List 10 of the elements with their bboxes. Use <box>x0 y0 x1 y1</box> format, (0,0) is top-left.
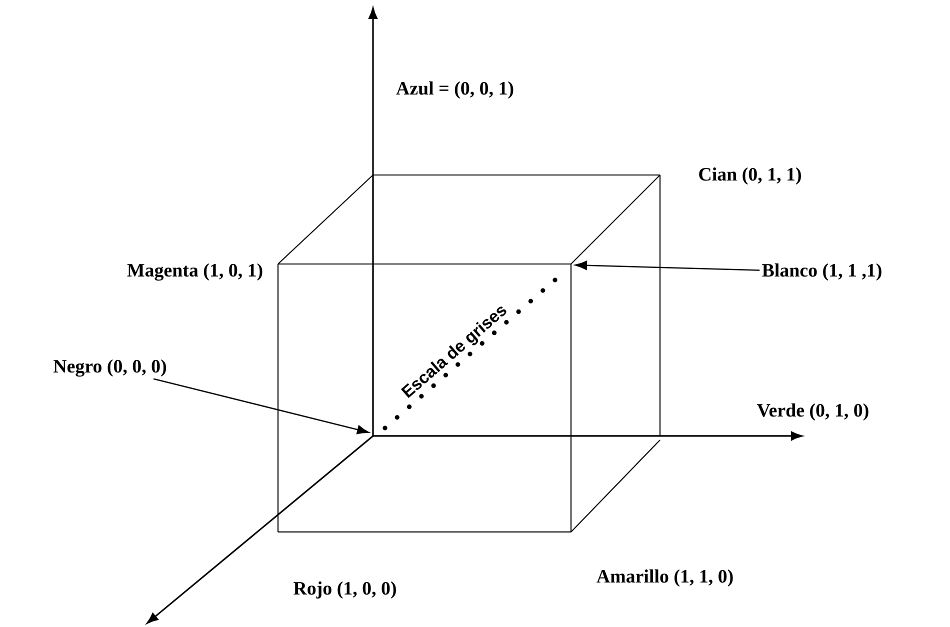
leader-line <box>575 260 760 271</box>
vertex-label: Cian (0, 1, 1) <box>699 167 801 185</box>
leader-line <box>153 378 369 434</box>
vertex-label: Azul = (0, 0, 1) <box>396 81 514 99</box>
vertex-label: Magenta (1, 0, 1) <box>127 263 262 281</box>
vertex-label: Blanco (1, 1 ,1) <box>762 263 882 281</box>
vertex-label: Verde (0, 1, 0) <box>757 403 868 421</box>
vertex-label: Amarillo (1, 1, 0) <box>596 569 733 587</box>
vertex-label: Negro (0, 0, 0) <box>54 359 166 377</box>
vertex-label: Rojo (1, 0, 0) <box>294 581 396 599</box>
